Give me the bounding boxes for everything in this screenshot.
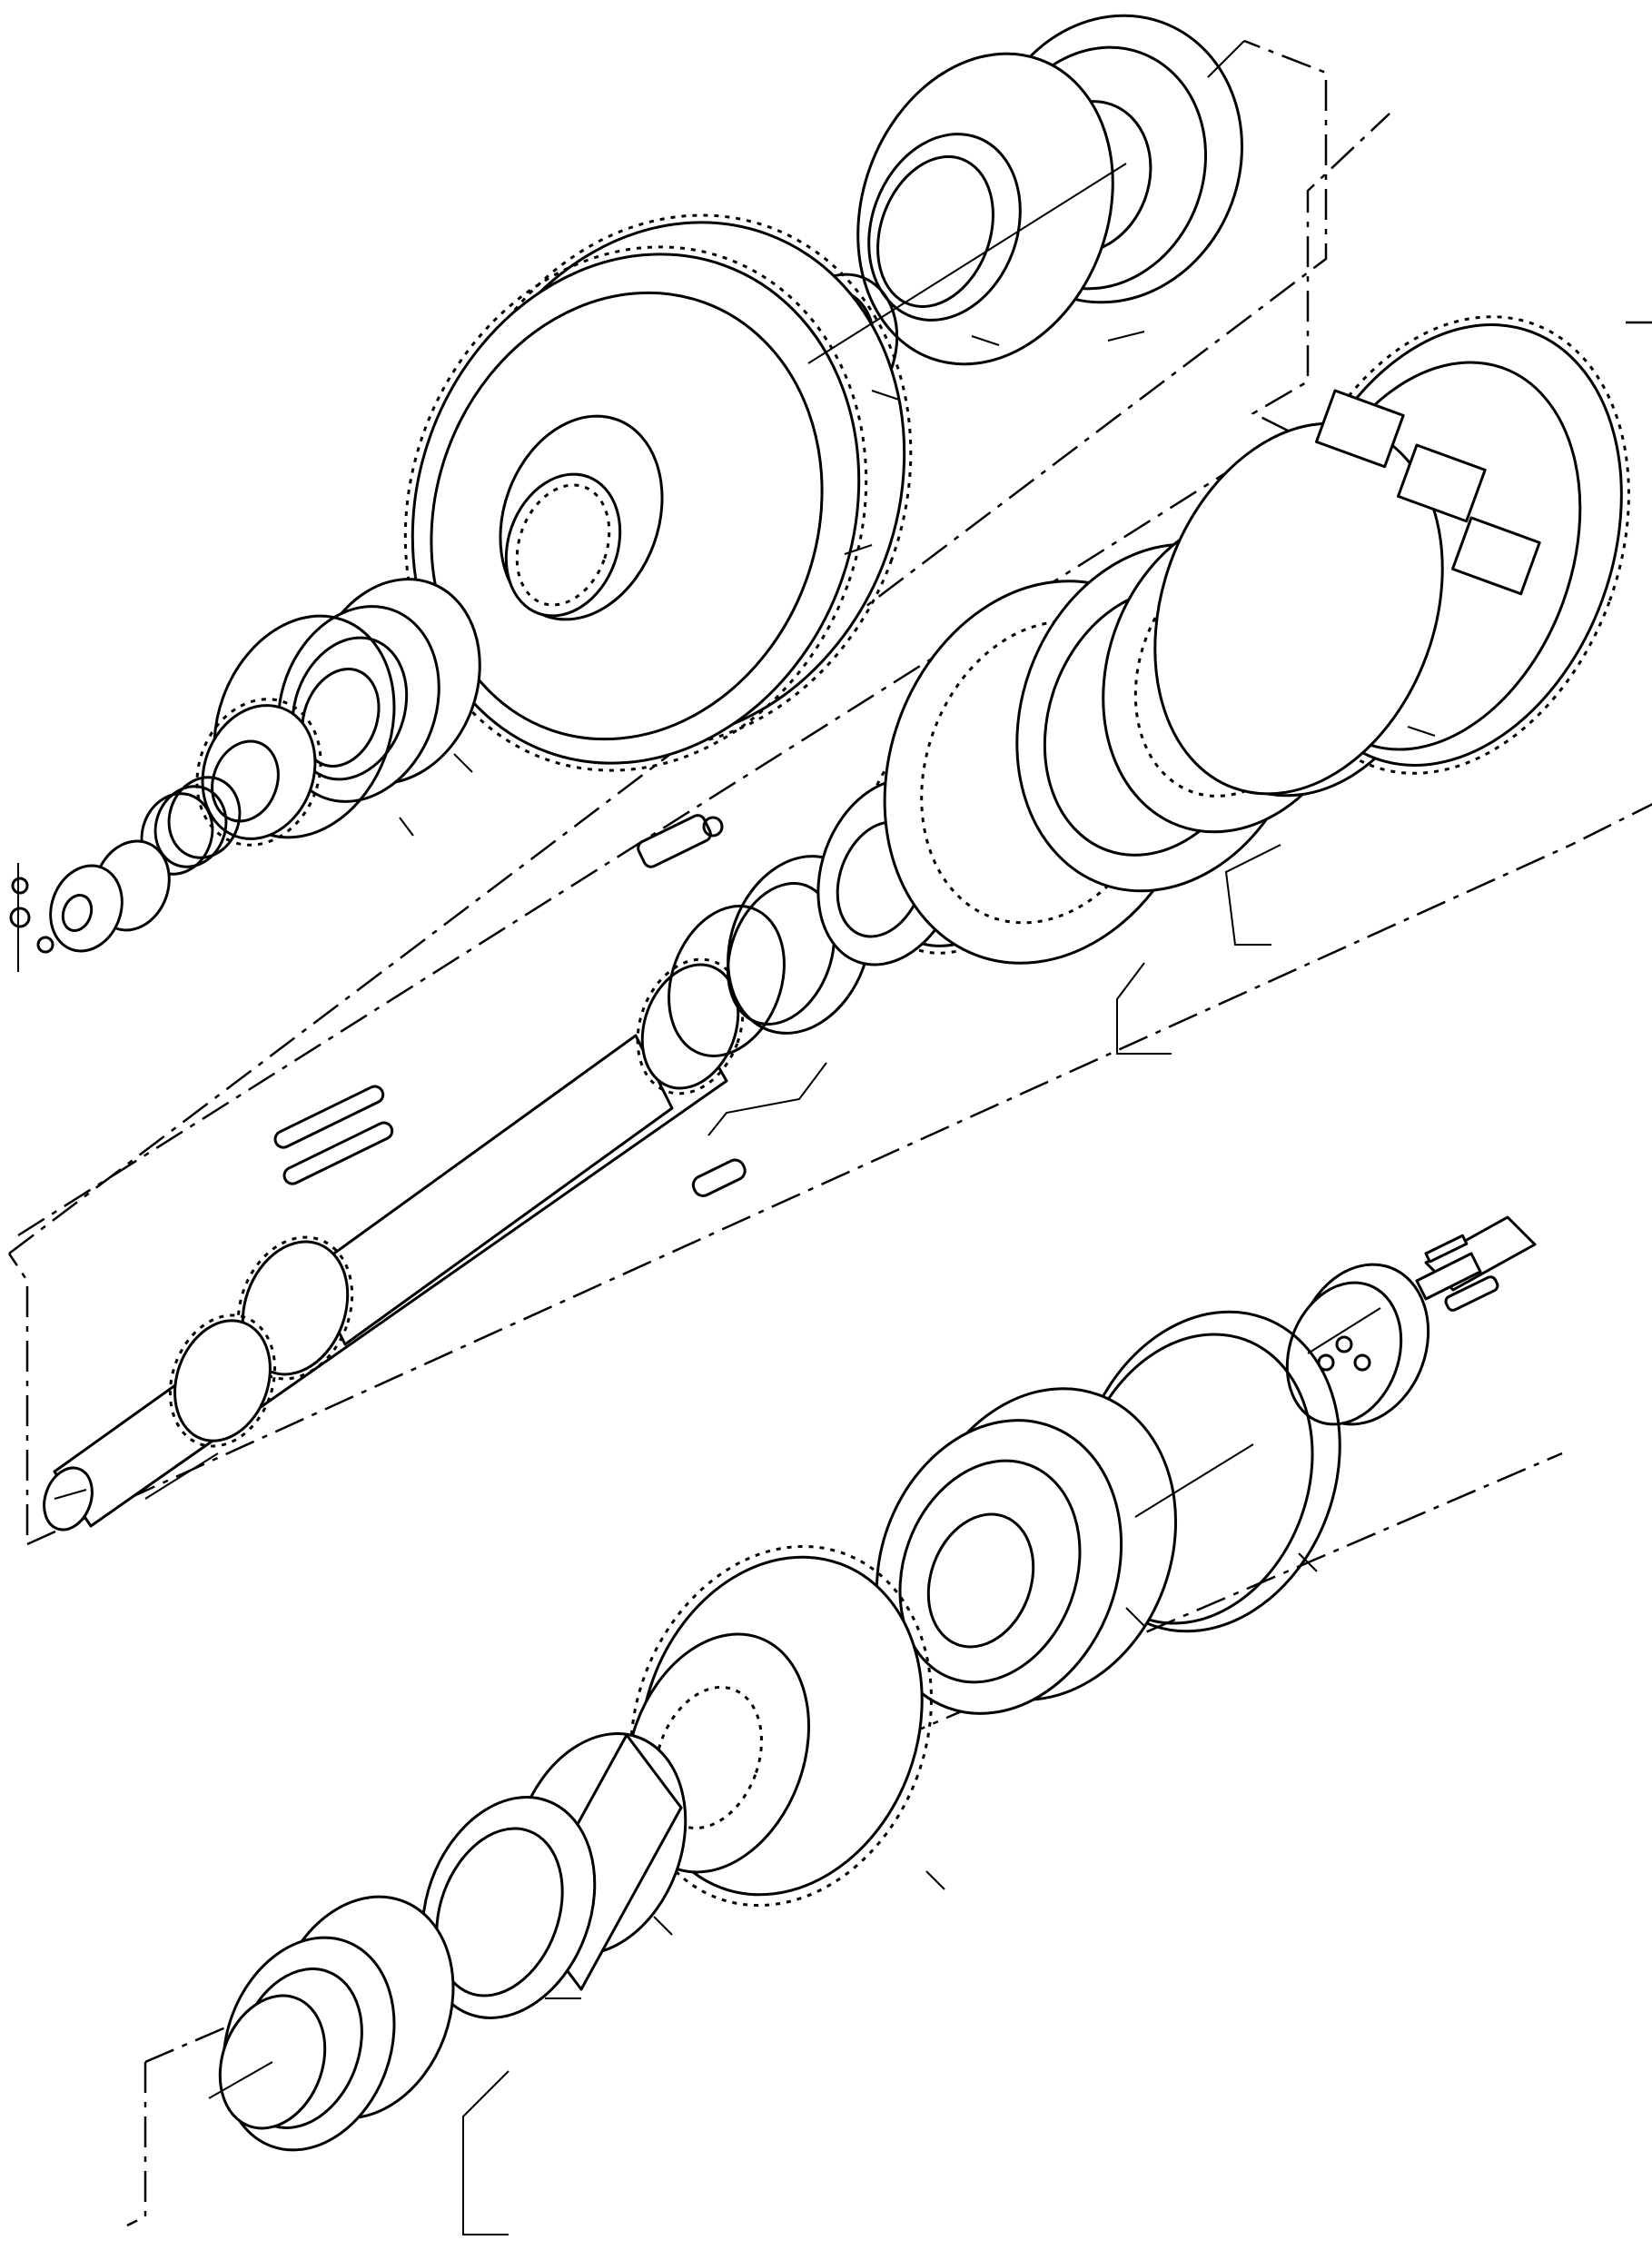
leader-lines [399, 331, 1318, 1936]
group-boundary-upper-left [7, 1253, 29, 1535]
splined-collar [195, 698, 322, 847]
tapered-roller-bearing [218, 1895, 455, 2152]
spacer-sleeve [420, 1732, 688, 2019]
group-boundary-mid-diag [17, 425, 1300, 1237]
large-driven-gear [403, 213, 913, 772]
clutch-drum [1153, 315, 1630, 796]
upper-ball-bearing [213, 578, 481, 839]
main-input-shaft [43, 957, 745, 1531]
set-screws [9, 863, 54, 972]
callout-brackets [462, 844, 1281, 2235]
threaded-adjuster-sleeve [49, 839, 171, 953]
group-boundary-middle [1251, 113, 1390, 433]
lower-ball-bearing [875, 1387, 1178, 1715]
shaft-keys [273, 1085, 747, 1197]
end-cap-bolts [1415, 1215, 1537, 1312]
group-boundary-lower [126, 2062, 147, 2227]
axis-center-lines [144, 163, 1381, 2099]
group-boundary-shaft [26, 843, 1572, 1546]
piston-housing [856, 14, 1245, 366]
detent-spring [637, 814, 724, 868]
